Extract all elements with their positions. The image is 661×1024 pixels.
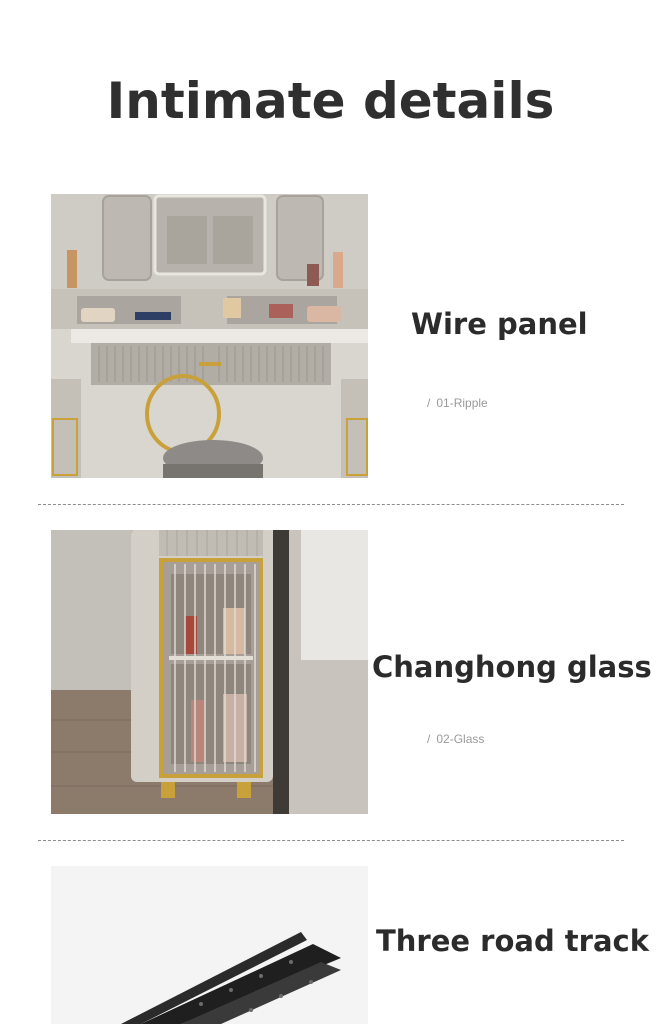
section-title: Three road track xyxy=(376,924,650,958)
drawer-slide-photo xyxy=(51,866,368,1024)
section-title: Wire panel xyxy=(411,307,588,341)
section-subtitle: / 02-Glass xyxy=(427,732,484,746)
subtitle-slash: / xyxy=(427,396,431,410)
section-title: Changhong glass xyxy=(372,650,652,684)
glass-cabinet-photo xyxy=(51,530,368,814)
subtitle-slash: / xyxy=(427,732,431,746)
dashed-divider xyxy=(38,840,624,841)
subtitle-label: 01-Ripple xyxy=(436,396,488,410)
section-subtitle: / 01-Ripple xyxy=(427,396,488,410)
vanity-photo xyxy=(51,194,368,478)
page-title: Intimate details xyxy=(106,72,555,130)
subtitle-label: 02-Glass xyxy=(436,732,485,746)
dashed-divider xyxy=(38,504,624,505)
